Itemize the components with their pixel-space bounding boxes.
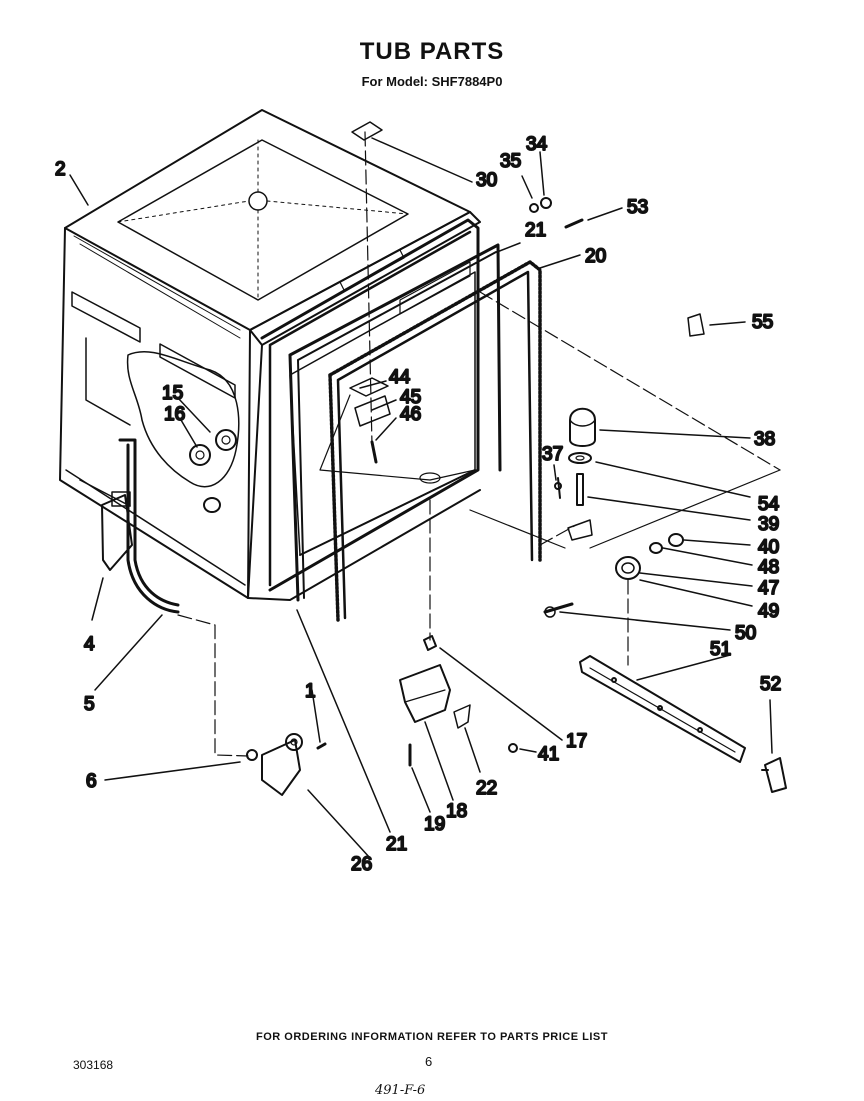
diagram-title: TUB PARTS [359,38,505,65]
rail-part [579,655,746,763]
handwritten-note: 491-F-6 [375,1083,426,1098]
drive-parts [543,533,684,618]
callout-46: 46 [400,404,421,425]
callout-20: 20 [585,246,606,267]
callout-2: 2 [55,159,66,180]
callout-26: 26 [351,854,372,875]
callout-1: 1 [305,681,316,702]
callout-35: 35 [500,151,521,172]
fasteners-top [529,197,584,229]
callout-22: 22 [476,778,497,799]
callout-52: 52 [760,674,781,695]
callout-37: 37 [542,444,563,465]
alignment-lines [177,131,781,757]
callout-50: 50 [735,623,756,644]
bracket-assembly [399,635,518,767]
callout-41: 41 [538,744,559,765]
callout-44: 44 [389,367,411,388]
document-number: 303168 [73,1058,114,1072]
callout-51: 51 [710,639,731,660]
callout-34: 34 [526,134,548,155]
page-number: 6 [425,1054,433,1069]
part-55 [687,313,705,337]
callout-54: 54 [758,494,780,515]
callout-38: 38 [754,429,775,450]
callout-5: 5 [84,694,95,715]
model-subtitle: For Model: SHF7884P0 [361,74,503,89]
tub-body [59,109,481,614]
callout-labels: 1 2 4 5 6 15 16 17 18 19 20 21 21 22 26 … [54,133,782,876]
leader-lines [69,137,773,859]
callout-6: 6 [86,771,97,792]
callout-55: 55 [752,312,773,333]
part-30 [351,121,383,141]
callout-39: 39 [758,514,779,535]
part-52 [761,757,787,793]
callout-47: 47 [758,578,779,599]
callout-21-bottom: 21 [386,834,407,855]
brackets-44-45-46 [349,377,391,464]
callout-48: 48 [758,557,779,578]
callout-49: 49 [758,601,779,622]
callout-17: 17 [566,731,587,752]
callout-30: 30 [476,170,497,191]
door-gaskets [260,218,542,622]
callout-19: 19 [424,814,445,835]
callout-53: 53 [627,197,648,218]
callout-16: 16 [164,404,185,425]
callout-4: 4 [84,634,95,655]
water-valve [246,733,327,796]
callout-40: 40 [758,537,779,558]
callout-21-top: 21 [525,220,546,241]
callout-45: 45 [400,387,421,408]
frame-edge-lines [469,469,781,549]
callout-18: 18 [446,801,467,822]
callout-15: 15 [162,383,183,404]
float-assembly [554,407,596,541]
ordering-note: FOR ORDERING INFORMATION REFER TO PARTS … [256,1031,608,1043]
